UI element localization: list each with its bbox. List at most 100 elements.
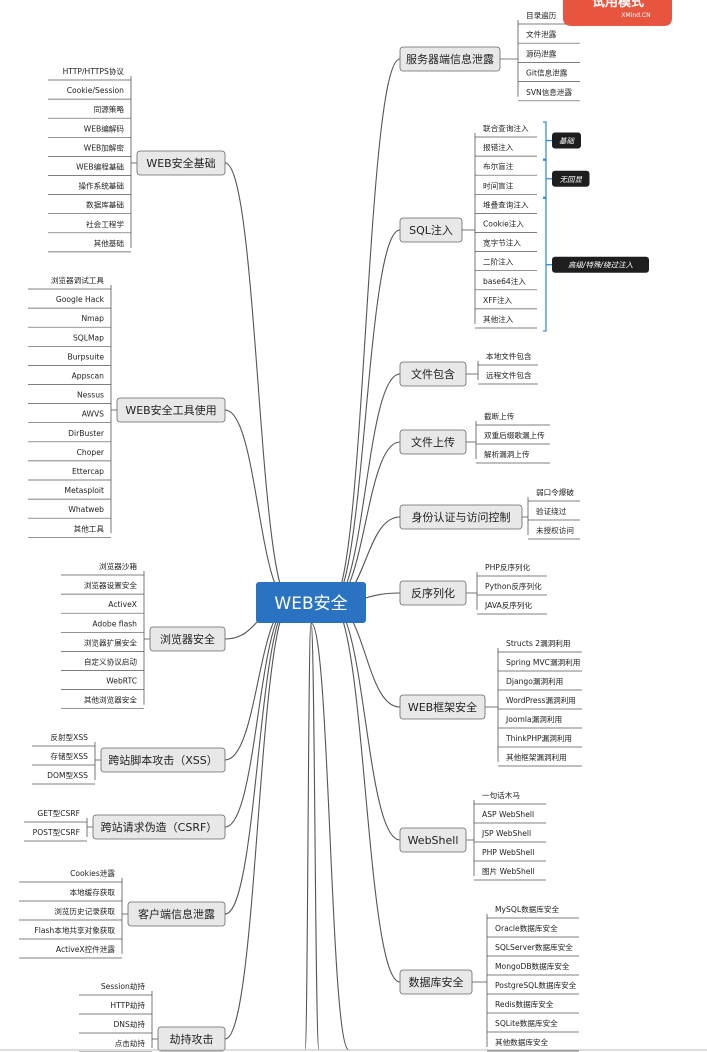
leaf-left-topic-3-8[interactable]: 其他浏览器安全 [61, 695, 144, 710]
leaf-topic-3-2[interactable]: 远程文件包含 [478, 370, 538, 385]
left-topic-5[interactable]: 跨站请求伪造（CSRF） [92, 814, 226, 840]
leaf-topic-2-4[interactable]: 时间盲注 [475, 180, 537, 195]
left-topic-4[interactable]: 跨站脚本攻击（XSS） [100, 747, 226, 773]
leaf-topic-5-3[interactable]: 未授权访问 [528, 525, 580, 540]
leaf-topic-9-5[interactable]: PostgreSQL数据库安全 [487, 980, 579, 995]
leaf-left-topic-1-2[interactable]: Cookie/Session [48, 86, 131, 100]
leaf-topic-6-3[interactable]: JAVA反序列化 [477, 600, 547, 615]
leaf-topic-5-2[interactable]: 验证绕过 [528, 506, 580, 521]
leaf-topic-2-8[interactable]: 二阶注入 [475, 257, 537, 272]
leaf-left-topic-3-7[interactable]: WebRTC [61, 677, 144, 690]
leaf-left-topic-6-5[interactable]: ActiveX控件泄露 [19, 944, 122, 959]
leaf-left-topic-7-4[interactable]: 点击劫持 [79, 1038, 152, 1052]
leaf-topic-2-7[interactable]: 宽字节注入 [475, 238, 537, 252]
leaf-topic-6-2[interactable]: Python反序列化 [477, 581, 547, 596]
leaf-topic-2-10[interactable]: XFF注入 [475, 295, 537, 310]
left-topic-3[interactable]: 浏览器安全 [149, 626, 226, 652]
leaf-topic-3-1[interactable]: 本地文件包含 [478, 351, 538, 366]
leaf-left-topic-1-1[interactable]: HTTP/HTTPS协议 [48, 66, 131, 81]
leaf-topic-9-3[interactable]: SQLServer数据库安全 [487, 942, 579, 957]
leaf-topic-2-3[interactable]: 布尔盲注 [475, 161, 537, 176]
leaf-topic-7-2[interactable]: Spring MVC漏洞利用 [498, 657, 582, 672]
leaf-topic-8-1[interactable]: 一句话木马 [474, 790, 546, 805]
leaf-left-topic-2-5[interactable]: Burpsuite [28, 352, 111, 366]
leaf-topic-2-2[interactable]: 报错注入 [475, 142, 537, 157]
leaf-topic-2-11[interactable]: 其他注入 [475, 314, 537, 329]
leaf-left-topic-2-1[interactable]: 浏览器调试工具 [28, 275, 111, 290]
leaf-left-topic-1-10[interactable]: 其他基础 [48, 238, 131, 253]
left-topic-1[interactable]: WEB安全基础 [136, 150, 226, 176]
topic-7[interactable]: WEB框架安全 [399, 694, 486, 720]
leaf-topic-1-2[interactable]: 文件泄露 [518, 29, 580, 44]
leaf-left-topic-4-3[interactable]: DOM型XSS [32, 771, 95, 785]
leaf-left-topic-6-3[interactable]: 浏览历史记录获取 [19, 906, 122, 921]
leaf-left-topic-1-7[interactable]: 操作系统基础 [48, 181, 131, 195]
leaf-left-topic-7-3[interactable]: DNS劫持 [79, 1019, 152, 1034]
leaf-left-topic-2-14[interactable]: 其他工具 [28, 523, 111, 538]
leaf-topic-9-8[interactable]: 其他数据库安全 [487, 1037, 579, 1052]
leaf-topic-4-2[interactable]: 双重后缀歌漏上传 [476, 430, 550, 445]
leaf-left-topic-2-2[interactable]: Google Hack [28, 295, 111, 309]
leaf-topic-2-1[interactable]: 联合查询注入 [475, 123, 537, 138]
leaf-topic-1-4[interactable]: Git信息泄露 [518, 68, 580, 82]
leaf-left-topic-3-3[interactable]: ActiveX [61, 600, 144, 614]
topic-4[interactable]: 文件上传 [399, 429, 467, 455]
leaf-left-topic-1-6[interactable]: WEB编程基础 [48, 162, 131, 176]
leaf-left-topic-3-1[interactable]: 浏览器沙箱 [61, 561, 144, 576]
leaf-topic-9-6[interactable]: Redis数据库安全 [487, 999, 579, 1014]
topic-5[interactable]: 身份认证与访问控制 [399, 504, 523, 530]
leaf-topic-7-7[interactable]: 其他框架漏洞利用 [498, 752, 582, 767]
topic-3[interactable]: 文件包含 [399, 361, 467, 387]
leaf-left-topic-2-13[interactable]: Whatweb [28, 505, 111, 519]
leaf-left-topic-3-5[interactable]: 浏览器扩展安全 [61, 637, 144, 652]
leaf-topic-8-2[interactable]: ASP WebShell [474, 810, 546, 824]
leaf-left-topic-7-1[interactable]: Session劫持 [79, 981, 152, 996]
topic-2[interactable]: SQL注入 [399, 217, 463, 243]
leaf-left-topic-1-9[interactable]: 社会工程学 [48, 219, 131, 234]
leaf-topic-2-9[interactable]: base64注入 [475, 276, 537, 291]
leaf-topic-7-3[interactable]: Django漏洞利用 [498, 676, 582, 691]
leaf-topic-7-5[interactable]: Joomla漏洞利用 [498, 714, 582, 729]
leaf-topic-9-4[interactable]: MongoDB数据库安全 [487, 961, 579, 976]
left-topic-7[interactable]: 劫持攻击 [157, 1026, 226, 1052]
topic-6[interactable]: 反序列化 [399, 580, 467, 606]
leaf-left-topic-2-12[interactable]: Metasploit [28, 486, 111, 500]
leaf-left-topic-1-8[interactable]: 数据库基础 [48, 200, 131, 215]
leaf-topic-4-1[interactable]: 截断上传 [476, 411, 550, 426]
leaf-left-topic-2-10[interactable]: Choper [28, 448, 111, 462]
leaf-topic-9-7[interactable]: SQLite数据库安全 [487, 1018, 579, 1033]
leaf-topic-7-1[interactable]: Structs 2漏洞利用 [498, 638, 582, 653]
leaf-topic-4-3[interactable]: 解析漏洞上传 [476, 449, 550, 464]
leaf-left-topic-1-4[interactable]: WEB编解码 [48, 123, 131, 138]
leaf-left-topic-3-2[interactable]: 浏览器设置安全 [61, 580, 144, 595]
leaf-left-topic-7-2[interactable]: HTTP劫持 [79, 1000, 152, 1015]
leaf-left-topic-2-8[interactable]: AWVS [28, 410, 111, 424]
topic-1[interactable]: 服务器端信息泄露 [399, 46, 501, 72]
leaf-topic-8-3[interactable]: JSP WebShell [474, 829, 546, 843]
leaf-topic-1-5[interactable]: SVN信息泄露 [518, 87, 580, 102]
leaf-topic-8-4[interactable]: PHP WebShell [474, 848, 546, 862]
leaf-left-topic-5-1[interactable]: GET型CSRF [24, 809, 87, 823]
left-topic-2[interactable]: WEB安全工具使用 [116, 397, 226, 423]
topic-9[interactable]: 数据库安全 [399, 969, 473, 995]
leaf-left-topic-6-4[interactable]: Flash本地共享对象获取 [19, 925, 122, 940]
leaf-left-topic-3-6[interactable]: 自定义协议启动 [61, 657, 144, 671]
leaf-topic-5-1[interactable]: 弱口令爆破 [528, 487, 580, 502]
leaf-left-topic-1-3[interactable]: 同源策略 [48, 104, 131, 119]
leaf-left-topic-6-2[interactable]: 本地缓存获取 [19, 887, 122, 902]
leaf-left-topic-2-4[interactable]: SQLMap [28, 333, 111, 347]
central-topic[interactable]: WEB安全 [256, 582, 366, 623]
leaf-topic-2-6[interactable]: Cookie注入 [475, 219, 537, 233]
topic-8[interactable]: WebShell [399, 827, 467, 853]
leaf-topic-6-1[interactable]: PHP反序列化 [477, 562, 547, 577]
leaf-left-topic-2-3[interactable]: Nmap [28, 314, 111, 328]
leaf-topic-7-6[interactable]: ThinkPHP漏洞利用 [498, 733, 582, 748]
leaf-topic-2-5[interactable]: 堆叠查询注入 [475, 199, 537, 214]
left-topic-6[interactable]: 客户端信息泄露 [127, 901, 226, 927]
leaf-topic-1-3[interactable]: 源码泄露 [518, 48, 580, 63]
leaf-left-topic-5-2[interactable]: POST型CSRF [24, 828, 87, 842]
leaf-left-topic-1-5[interactable]: WEB加解密 [48, 142, 131, 157]
leaf-topic-8-5[interactable]: 图片 WebShell [474, 866, 546, 881]
leaf-left-topic-3-4[interactable]: Adobe flash [61, 619, 144, 633]
leaf-left-topic-4-2[interactable]: 存储型XSS [32, 751, 95, 766]
